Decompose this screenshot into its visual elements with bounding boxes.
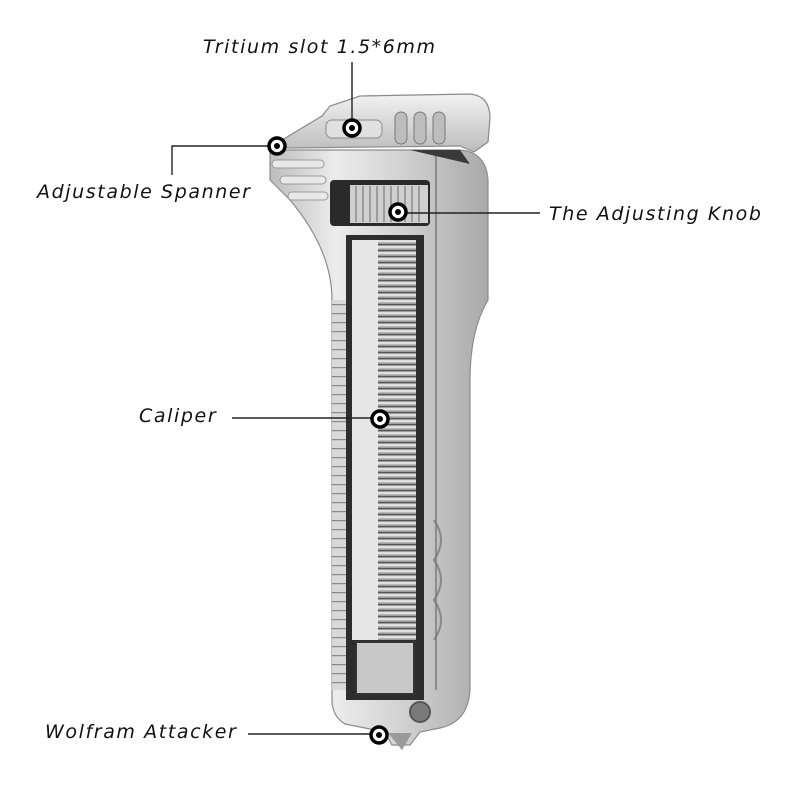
marker-tritium-slot — [342, 118, 362, 138]
label-caliper: Caliper — [139, 405, 218, 427]
marker-caliper — [370, 409, 390, 429]
wolfram-tip — [388, 733, 412, 750]
marker-adjusting-knob — [388, 202, 408, 222]
upper-jaw — [270, 93, 491, 164]
label-wolfram-attacker: Wolfram Attacker — [45, 721, 238, 743]
screw-channel — [346, 235, 424, 700]
knob-window — [330, 180, 430, 226]
label-tritium-slot: Tritium slot 1.5*6mm — [203, 36, 437, 58]
marker-adjustable-spanner — [267, 136, 287, 156]
label-adjustable-spanner: Adjustable Spanner — [37, 181, 252, 203]
leader-lines — [171, 62, 540, 735]
marker-wolfram-attacker — [369, 725, 389, 745]
callout-markers — [267, 118, 408, 745]
label-adjusting-knob: The Adjusting Knob — [549, 203, 763, 225]
lanyard-hole — [409, 701, 431, 723]
